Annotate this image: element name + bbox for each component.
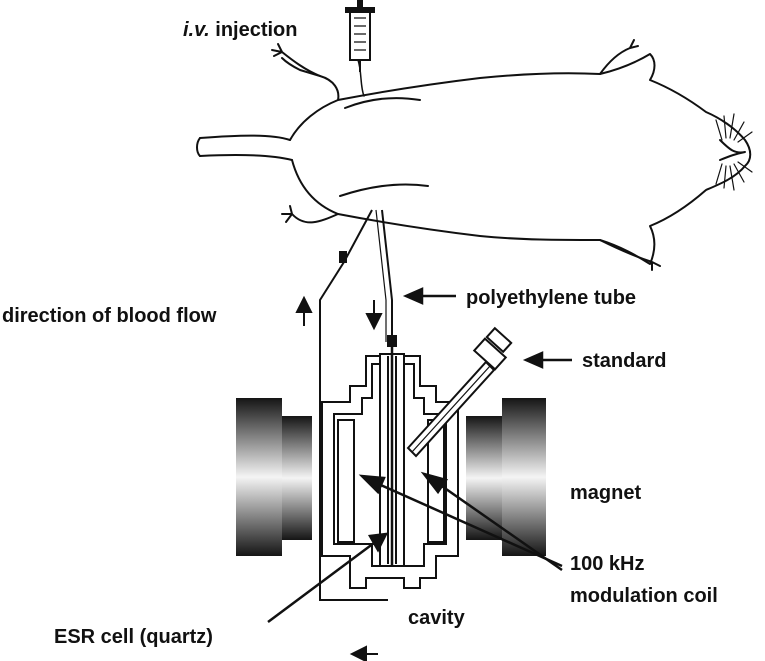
- rat-leg-top-left: [271, 43, 321, 77]
- rat-snout: [719, 139, 746, 161]
- label-direction-of-blood-flow: direction of blood flow: [2, 305, 217, 327]
- rat-abdomen-line-bottom: [339, 183, 429, 197]
- label-polyethylene-tube: polyethylene tube: [466, 287, 636, 309]
- arrow-left-icon: [349, 645, 367, 661]
- arrow-down-icon: [365, 313, 383, 331]
- syringe-icon: [345, 0, 375, 72]
- label-standard: standard: [582, 350, 666, 372]
- label-modulation-coil-line2: modulation coil: [570, 585, 718, 607]
- rat-injection-vein: [357, 59, 365, 97]
- rat-leg-bottom-left: [281, 205, 339, 224]
- esr-cavity: [321, 346, 459, 589]
- label-iv-injection: i.v. injection: [183, 19, 298, 41]
- magnet-right: [466, 398, 546, 556]
- rat-abdomen-line-top: [344, 97, 421, 109]
- label-modulation-coil-line1: 100 kHz: [570, 553, 645, 575]
- arrow-up-icon: [295, 295, 313, 313]
- label-iv-prefix: i.v.: [183, 19, 210, 41]
- rat-tail: [199, 134, 293, 161]
- rat-body: [281, 53, 752, 265]
- magnet-left: [236, 398, 312, 556]
- tube-inflow: [381, 209, 393, 342]
- cavity-inner: [333, 363, 447, 567]
- rat-whiskers: [715, 113, 753, 191]
- flow-arrows: [295, 295, 383, 661]
- label-magnet: magnet: [570, 482, 641, 504]
- label-cavity: cavity: [408, 607, 466, 629]
- pointer-arrows: [267, 287, 572, 624]
- rat-tail-tip: [196, 137, 201, 157]
- rat-leg-bottom-right: [599, 239, 661, 271]
- rat-leg-top-right: [599, 39, 639, 75]
- standard-insert: [406, 326, 513, 458]
- tube-outflow: [319, 209, 388, 601]
- label-iv-word: injection: [210, 19, 298, 41]
- label-esr-cell: ESR cell (quartz): [54, 626, 213, 648]
- modulation-coil-left: [337, 419, 355, 543]
- polyethylene-tube: [319, 209, 397, 601]
- tube-inflow-2: [375, 209, 387, 342]
- rat-illustration: [196, 39, 753, 271]
